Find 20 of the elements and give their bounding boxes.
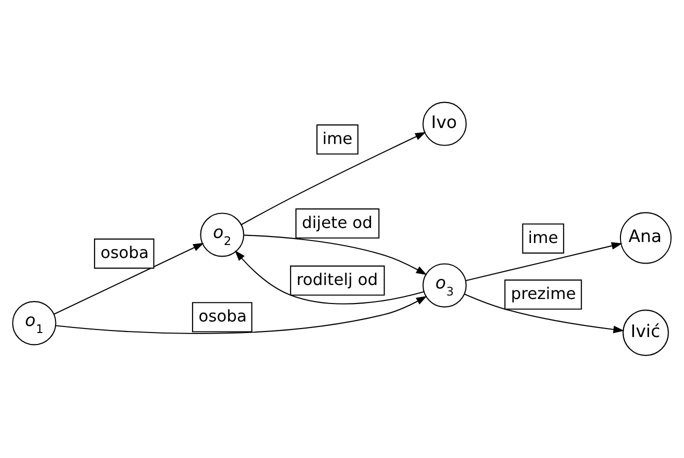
edge-label: prezime — [510, 284, 576, 303]
arrow — [56, 296, 428, 334]
arrow — [464, 294, 624, 334]
node-circle: Ana — [620, 212, 672, 264]
arrow — [244, 234, 427, 275]
node-circle: Ivić — [622, 310, 669, 356]
edge-label: osoba — [198, 306, 247, 326]
arrow — [241, 132, 426, 226]
edge-label: ime — [322, 128, 352, 148]
node-circle: o$_{1}$ — [12, 301, 56, 346]
edge-label: ime — [528, 228, 558, 247]
arrow — [234, 250, 424, 304]
edge-label: osoba — [100, 242, 149, 262]
node-circle: o$_{2}$ — [200, 212, 244, 257]
node-circle: o$_{3}$ — [422, 263, 467, 308]
arrow — [54, 242, 204, 315]
edge-label: roditelj od — [296, 270, 378, 289]
node-circle: Ivo — [422, 102, 467, 146]
edge-label: dijete od — [302, 212, 373, 232]
arrow — [466, 242, 622, 282]
